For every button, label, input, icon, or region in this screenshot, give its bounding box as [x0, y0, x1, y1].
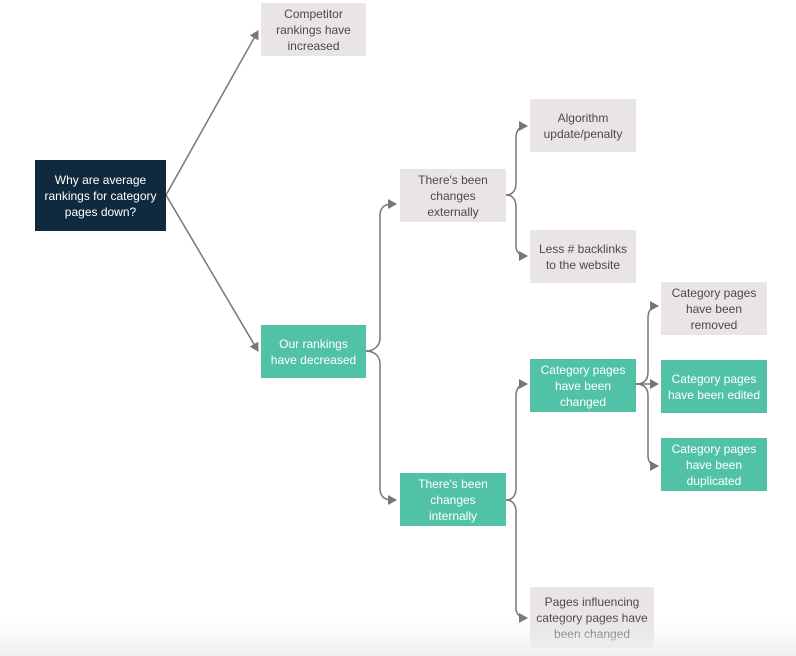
backlinks-node: Less # backlinks to the website: [530, 230, 636, 283]
algorithm-penalty-node: Algorithm update/penalty: [530, 99, 636, 152]
external-changes-label: There's been changes externally: [418, 172, 488, 219]
category-pages-changed-node: Category pages have been changed: [530, 359, 636, 412]
category-pages-edited-node: Category pages have been edited: [661, 360, 767, 413]
pages-influencing-label: Pages influencing category pages have be…: [536, 594, 648, 641]
connector-internal-to-category-changed: [505, 379, 528, 501]
connector-category-changed-to-duplicated: [635, 383, 659, 471]
our-rankings-label: Our rankings have decreased: [270, 336, 357, 367]
category-pages-duplicated-node: Category pages have been duplicated: [661, 438, 767, 491]
external-changes-node: There's been changes externally: [400, 169, 506, 222]
connector-root-to-our-rankings: [165, 194, 259, 352]
category-pages-removed-node: Category pages have been removed: [661, 282, 767, 335]
connector-root-to-competitor: [165, 30, 259, 196]
algorithm-penalty-label: Algorithm update/penalty: [543, 110, 623, 141]
root-question-label: Why are average rankings for category pa…: [44, 172, 157, 219]
pages-influencing-node: Pages influencing category pages have be…: [530, 587, 654, 648]
our-rankings-node: Our rankings have decreased: [261, 325, 366, 378]
connector-external-to-backlinks: [505, 194, 528, 261]
connector-our-rankings-to-internal: [365, 350, 397, 505]
internal-changes-node: There's been changes internally: [400, 473, 506, 526]
category-pages-changed-label: Category pages have been changed: [540, 362, 626, 409]
competitor-rankings-label: Competitor rankings have increased: [276, 6, 351, 53]
backlinks-label: Less # backlinks to the website: [538, 241, 628, 272]
connector-external-to-algorithm: [505, 121, 528, 196]
category-pages-edited-label: Category pages have been edited: [667, 371, 761, 402]
category-pages-removed-label: Category pages have been removed: [671, 285, 757, 332]
connector-internal-to-influencing: [505, 499, 528, 623]
root-question-node: Why are average rankings for category pa…: [35, 160, 166, 231]
category-pages-duplicated-label: Category pages have been duplicated: [671, 441, 757, 488]
connector-category-changed-to-removed: [635, 301, 659, 385]
competitor-rankings-node: Competitor rankings have increased: [261, 3, 366, 56]
internal-changes-label: There's been changes internally: [418, 476, 488, 523]
connector-our-rankings-to-external: [365, 199, 397, 352]
